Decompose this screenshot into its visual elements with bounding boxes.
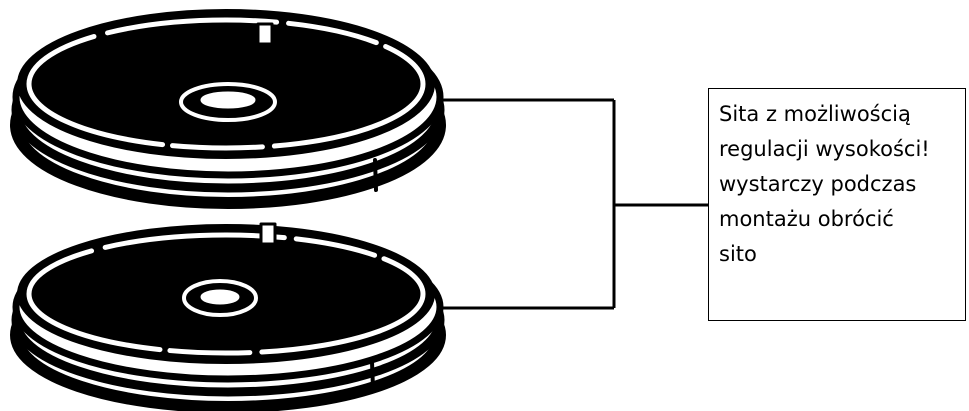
lower-sieve-inner-rim bbox=[26, 232, 426, 356]
callout-line-4: montażu obrócić bbox=[719, 207, 894, 231]
lower-sieve-seam bbox=[370, 360, 375, 390]
lower-sieve-clip bbox=[259, 222, 277, 246]
upper-sieve-clip bbox=[256, 22, 274, 46]
callout-connector bbox=[440, 98, 708, 310]
callout-line-3: wystarczy podczas bbox=[719, 172, 917, 196]
upper-sieve-seam bbox=[373, 158, 378, 192]
lower-sieve-hub-hole bbox=[200, 289, 240, 305]
callout-box: Sita z możliwością regulacji wysokości! … bbox=[708, 88, 966, 321]
lower-sieve-hub-ring bbox=[182, 279, 258, 317]
callout-line-2: regulacji wysokości! bbox=[719, 137, 930, 161]
upper-sieve-hub-ring bbox=[179, 82, 277, 122]
callout-line-5: sito bbox=[719, 242, 757, 266]
lower-sieve bbox=[10, 222, 446, 411]
callout-line-1: Sita z możliwością bbox=[719, 102, 911, 126]
upper-sieve bbox=[10, 9, 446, 209]
upper-sieve-hub-hole bbox=[200, 91, 256, 109]
upper-sieve-inner-rim bbox=[26, 17, 426, 151]
